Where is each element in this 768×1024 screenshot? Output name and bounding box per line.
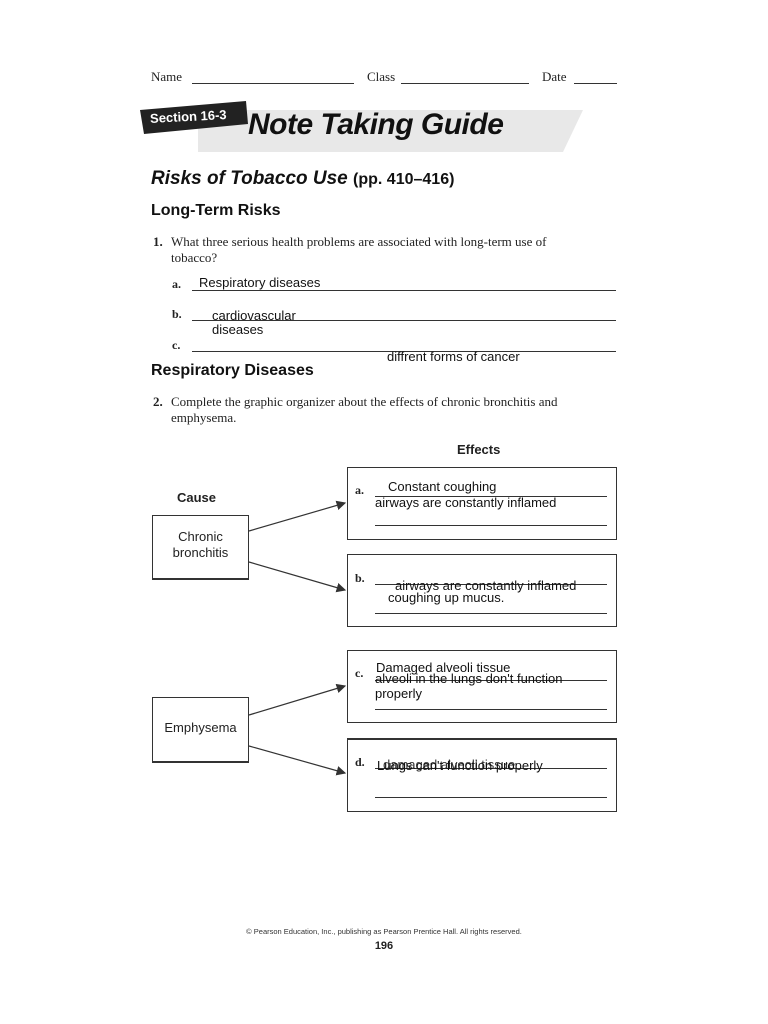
answer-1a-letter: a. bbox=[172, 277, 181, 291]
effect-b-text1: airways are constantly inflamed bbox=[395, 578, 577, 593]
effect-b-letter: b. bbox=[355, 571, 365, 585]
answer-1b-letter: b. bbox=[172, 307, 182, 321]
question-2-number: 2. bbox=[153, 394, 163, 409]
effect-c-letter: c. bbox=[355, 666, 364, 680]
class-label: Class bbox=[367, 69, 396, 84]
lesson-title: Risks of Tobacco Use (pp. 410–416) bbox=[151, 168, 454, 190]
effect-c-text3: properly bbox=[375, 686, 422, 701]
cause-1-line1: Chronic bbox=[178, 529, 223, 544]
effect-d-line1[interactable] bbox=[375, 768, 607, 769]
effect-b-text2: coughing up mucus. bbox=[388, 590, 505, 605]
answer-1a-text: Respiratory diseases bbox=[199, 275, 321, 290]
effect-d-text2: damaged alveoli tissue bbox=[383, 757, 516, 772]
question-2-text: Complete the graphic organizer about the… bbox=[171, 394, 558, 425]
effect-box-b bbox=[347, 554, 617, 627]
name-label: Name bbox=[151, 69, 183, 84]
cause-box-chronic-bronchitis bbox=[152, 515, 249, 580]
answer-1c-text: diffrent forms of cancer bbox=[387, 349, 520, 364]
lesson-title-text: Risks of Tobacco Use bbox=[151, 168, 348, 189]
effect-a-text1: Constant coughing bbox=[388, 479, 497, 494]
answer-1c-line[interactable] bbox=[192, 351, 616, 352]
cause-1-line2: bronchitis bbox=[172, 545, 229, 560]
effect-c-text2: alveoli in the lungs don't function bbox=[375, 671, 563, 686]
cause-2-label: Emphysema bbox=[164, 720, 237, 735]
title-banner-shape bbox=[140, 101, 583, 152]
effect-box-a bbox=[347, 467, 617, 540]
answer-1b-text-line1: cardiovascular bbox=[212, 308, 296, 323]
answer-1b-line[interactable] bbox=[192, 320, 616, 321]
question-1-number: 1. bbox=[153, 234, 163, 249]
effect-box-c bbox=[347, 650, 617, 723]
answer-1a-line[interactable] bbox=[192, 290, 616, 291]
cause-box-emphysema bbox=[152, 697, 249, 763]
effect-d-letter: d. bbox=[355, 755, 365, 769]
effect-c-line2[interactable] bbox=[375, 709, 607, 710]
cause-label: Cause bbox=[177, 490, 217, 505]
answer-1b-text-line2: diseases bbox=[212, 322, 264, 337]
answer-1c-letter: c. bbox=[172, 338, 181, 352]
question-1-text: What three serious health problems are a… bbox=[171, 234, 547, 265]
effect-b-line2[interactable] bbox=[375, 613, 607, 614]
effect-d-text1: Lungs can't function properly bbox=[377, 758, 543, 773]
date-label: Date bbox=[542, 69, 567, 84]
date-field[interactable] bbox=[574, 83, 617, 84]
effect-a-letter: a. bbox=[355, 483, 364, 497]
effect-box-d bbox=[347, 738, 617, 812]
effect-a-line1[interactable] bbox=[375, 496, 607, 497]
effect-a-line2[interactable] bbox=[375, 525, 607, 526]
respiratory-heading: Respiratory Diseases bbox=[151, 362, 314, 379]
effect-b-line1[interactable] bbox=[375, 584, 607, 585]
effect-c-text1: Damaged alveoli tissue bbox=[376, 660, 511, 675]
lesson-pages: (pp. 410–416) bbox=[353, 171, 455, 188]
effect-d-line2[interactable] bbox=[375, 797, 607, 798]
page-number: 196 bbox=[374, 940, 394, 952]
effect-a-text2: airways are constantly inflamed bbox=[375, 495, 557, 510]
name-field[interactable] bbox=[192, 83, 354, 84]
class-field[interactable] bbox=[401, 83, 529, 84]
long-term-heading: Long-Term Risks bbox=[151, 202, 281, 219]
copyright: © Pearson Education, Inc., publishing as… bbox=[246, 927, 522, 936]
effects-label: Effects bbox=[457, 442, 501, 457]
page-title: Note Taking Guide bbox=[248, 108, 504, 141]
effect-c-line1[interactable] bbox=[375, 680, 607, 681]
